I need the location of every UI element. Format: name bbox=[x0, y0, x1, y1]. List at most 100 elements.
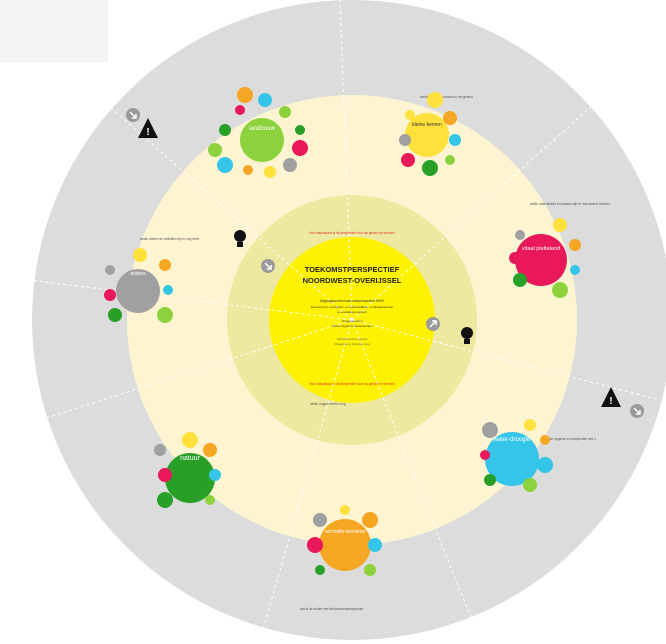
small-dot bbox=[104, 289, 116, 301]
warning-icon-2: ! bbox=[601, 387, 621, 407]
center-body-2: te ontwikkelen gebied bbox=[338, 310, 367, 314]
small-dot bbox=[401, 153, 415, 167]
small-dot bbox=[362, 512, 378, 528]
lightbulb-icon bbox=[234, 230, 246, 247]
small-dot bbox=[133, 248, 147, 262]
small-dot bbox=[158, 468, 172, 482]
small-dot bbox=[217, 157, 233, 173]
ring-label-6: welke vragen heeft u nog bbox=[310, 402, 346, 406]
theme-vitaal-platteland-label: vitaal platteland bbox=[522, 246, 560, 252]
small-dot bbox=[553, 218, 567, 232]
small-dot bbox=[295, 125, 305, 135]
small-dot bbox=[480, 450, 490, 460]
small-dot bbox=[315, 565, 325, 575]
theme-landbouw[interactable]: landbouw bbox=[240, 118, 284, 162]
small-dot bbox=[203, 443, 217, 457]
small-dot bbox=[569, 239, 581, 251]
small-dot bbox=[399, 134, 411, 146]
lightbulb-icon-2 bbox=[461, 327, 473, 344]
small-dot bbox=[154, 444, 166, 456]
small-dot bbox=[157, 492, 173, 508]
center-subtitle: Uitgangspunten toekomstperspectief NWO bbox=[320, 299, 385, 303]
center-body-5: Gebiedsgerichte aanpak bbox=[337, 337, 368, 341]
center-title-line1: TOEKOMSTPERSPECTIEF bbox=[305, 265, 400, 274]
small-circles bbox=[104, 87, 581, 576]
red-note-top: Hoe toepasbaar is dit perspectief voor u… bbox=[309, 231, 395, 235]
small-dot bbox=[484, 474, 496, 486]
small-dot bbox=[427, 92, 443, 108]
theme-recreatie-toerisme-label: recreatie-toerisme bbox=[325, 529, 366, 535]
small-dot bbox=[422, 160, 438, 176]
theme-kleine-kernen-label: kleine kernen bbox=[412, 122, 442, 128]
small-dot bbox=[443, 111, 457, 125]
theme-anders-label: anders bbox=[130, 271, 146, 277]
center-body-3: Uitgangspunten bbox=[341, 319, 362, 323]
center-body-1: Economisch, ecologisch- en waterkwalitei… bbox=[311, 305, 393, 309]
small-dot bbox=[445, 155, 455, 165]
sector-dividers bbox=[29, 0, 661, 641]
svg-text:!: ! bbox=[146, 127, 149, 138]
arrow-icon-2[interactable] bbox=[426, 317, 440, 331]
small-dot bbox=[449, 134, 461, 146]
theme-anders[interactable]: anders bbox=[116, 269, 160, 313]
header-blank-area bbox=[0, 0, 108, 62]
small-dot bbox=[313, 513, 327, 527]
center-body-4: Toekomstgericht samenwerken bbox=[331, 324, 373, 328]
arrow-icon[interactable] bbox=[261, 259, 275, 273]
small-dot bbox=[364, 564, 376, 576]
small-dot bbox=[159, 259, 171, 271]
small-dot bbox=[264, 166, 276, 178]
small-dot bbox=[235, 105, 245, 115]
center-title-line2: NOORDWEST-OVERIJSSEL bbox=[303, 276, 402, 285]
arrow-icon-3[interactable] bbox=[126, 108, 140, 122]
theme-kleine-kernen[interactable]: kleine kernen bbox=[405, 113, 449, 157]
small-dot bbox=[279, 106, 291, 118]
ring-label-2: stakeholders en kansen in het gebied bbox=[420, 95, 473, 99]
small-dot bbox=[307, 537, 323, 553]
center-body-6: Draagvlak en betrokkenheid bbox=[335, 342, 370, 346]
small-dot bbox=[205, 495, 215, 505]
arrow-icon-4[interactable] bbox=[630, 404, 644, 418]
small-dot bbox=[524, 419, 536, 431]
small-dot bbox=[157, 307, 173, 323]
warning-icon: ! bbox=[138, 118, 158, 138]
ring-label-4: welke opgaven en knelpunten ziet u bbox=[545, 437, 596, 441]
small-dot bbox=[237, 87, 253, 103]
small-dot bbox=[209, 469, 221, 481]
small-dot bbox=[570, 265, 580, 275]
small-dot bbox=[540, 435, 550, 445]
small-dot bbox=[513, 273, 527, 287]
theme-recreatie-toerisme[interactable]: recreatie-toerisme bbox=[319, 519, 371, 571]
small-dot bbox=[552, 282, 568, 298]
small-dot bbox=[105, 265, 115, 275]
small-dot bbox=[515, 230, 525, 240]
theme-landbouw-label: landbouw bbox=[249, 126, 275, 132]
small-dot bbox=[208, 143, 222, 157]
small-dot bbox=[283, 158, 297, 172]
small-dot bbox=[163, 285, 173, 295]
small-dot bbox=[243, 165, 253, 175]
theme-water-droogte[interactable]: water-droogte bbox=[485, 432, 539, 486]
small-dot bbox=[482, 422, 498, 438]
small-dot bbox=[219, 124, 231, 136]
red-note-bottom: Hoe toepasbaar is dit perspectief voor u… bbox=[309, 382, 395, 386]
small-dot bbox=[258, 93, 272, 107]
small-dot bbox=[537, 457, 553, 473]
theme-natuur[interactable]: natuur bbox=[165, 453, 215, 503]
ring-label-5: wat is de relatie met het toekomstperspe… bbox=[300, 607, 363, 611]
ring-label-1: welke doelen en ambities zijn er nog mee… bbox=[140, 237, 200, 241]
theme-water-droogte-label: water-droogte bbox=[492, 437, 531, 443]
small-dot bbox=[405, 110, 415, 120]
small-dot bbox=[182, 432, 198, 448]
theme-vitaal-platteland[interactable]: vitaal platteland bbox=[515, 234, 567, 286]
small-dot bbox=[292, 140, 308, 156]
small-dot bbox=[368, 538, 382, 552]
small-dot bbox=[509, 252, 521, 264]
theme-natuur-label: natuur bbox=[180, 455, 201, 462]
small-dot bbox=[523, 478, 537, 492]
svg-text:!: ! bbox=[609, 396, 612, 407]
small-dot bbox=[340, 505, 350, 515]
small-dot bbox=[108, 308, 122, 322]
ring-label-3: welke raakvlakken en kansen zijn er met … bbox=[530, 202, 610, 206]
